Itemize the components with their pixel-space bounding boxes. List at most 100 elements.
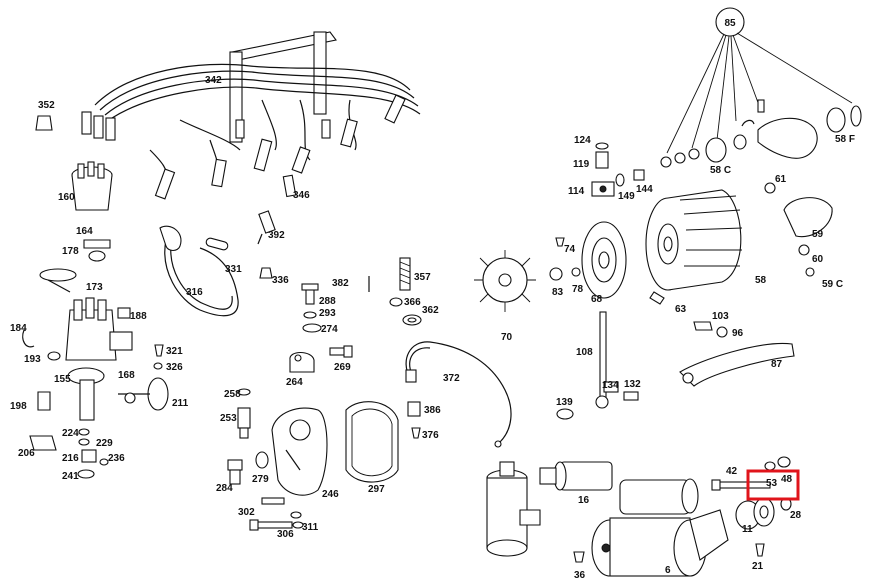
label-293: 293 [319, 308, 336, 319]
label-311: 311 [302, 522, 319, 533]
label-83: 83 [552, 287, 564, 298]
label-321: 321 [166, 346, 183, 357]
pinion-11 [735, 497, 792, 530]
label-53: 53 [766, 478, 778, 489]
label-61: 61 [775, 174, 787, 185]
label-132: 132 [624, 379, 641, 390]
label-155: 155 [54, 374, 71, 385]
label-392: 392 [268, 230, 285, 241]
alternator-end-kit [660, 99, 862, 168]
label-160: 160 [58, 192, 75, 203]
parts-61-59-60 [764, 182, 833, 277]
label-119: 119 [573, 159, 590, 170]
label-236: 236 [108, 453, 125, 464]
label-386: 386 [424, 405, 441, 416]
label-149: 149 [618, 191, 635, 202]
label-70: 70 [501, 332, 513, 343]
label-198: 198 [10, 401, 27, 412]
label-124: 124 [574, 135, 591, 146]
distributor-assembly [22, 161, 169, 479]
alternator-58 [645, 189, 743, 291]
label-59: 59 [812, 229, 824, 240]
label-382: 382 [332, 278, 349, 289]
bracket-87 [679, 342, 795, 387]
label-211: 211 [172, 398, 189, 409]
label-58: 58 [755, 275, 767, 286]
label-108: 108 [576, 347, 593, 358]
label-16: 16 [578, 495, 590, 506]
parts-53-48 [764, 456, 791, 471]
callout-85: 85 [666, 7, 853, 154]
label-331: 331 [225, 264, 242, 275]
callout-85-label: 85 [724, 18, 736, 29]
label-184: 184 [10, 323, 27, 334]
label-60: 60 [812, 254, 824, 265]
solenoid-16 [539, 461, 613, 491]
label-342: 342 [205, 75, 222, 86]
label-206: 206 [18, 448, 35, 459]
label-216: 216 [62, 453, 79, 464]
part-352 [35, 115, 53, 131]
label-178: 178 [62, 246, 79, 257]
label-58f: 58 F [835, 134, 855, 145]
labels: 352 342 346 392 160 164 178 173 188 184 … [10, 75, 855, 581]
parts-258-253 [237, 388, 251, 439]
label-114: 114 [568, 186, 585, 197]
plate-246 [271, 407, 328, 496]
label-139: 139 [556, 397, 573, 408]
part-331 [205, 237, 229, 251]
pulley-68 [581, 221, 627, 299]
label-302: 302 [238, 507, 255, 518]
parts-284-279 [227, 451, 269, 485]
label-357: 357 [414, 272, 431, 283]
clamp-264 [289, 351, 315, 373]
label-366: 366 [404, 297, 421, 308]
fan-70 [474, 250, 536, 312]
bolts-302-311-306 [249, 497, 304, 531]
label-284: 284 [216, 483, 233, 494]
bolt-269 [329, 345, 353, 358]
fasteners-36-21 [573, 543, 765, 563]
label-279: 279 [252, 474, 269, 485]
label-134: 134 [602, 380, 619, 391]
label-352: 352 [38, 100, 55, 111]
label-36: 36 [574, 570, 586, 581]
label-168: 168 [118, 370, 135, 381]
spring-357 [399, 257, 411, 291]
fasteners-288-293-274 [301, 283, 322, 333]
label-297: 297 [368, 484, 385, 495]
label-229: 229 [96, 438, 113, 449]
part-336 [259, 267, 273, 279]
label-346: 346 [293, 190, 310, 201]
gasket-297 [345, 401, 399, 483]
label-253: 253 [220, 413, 237, 424]
label-372: 372 [443, 373, 460, 384]
washers-366-362 [389, 297, 422, 326]
hose-316 [159, 225, 239, 317]
label-6: 6 [665, 565, 671, 576]
label-241: 241 [62, 471, 79, 482]
label-193: 193 [24, 354, 41, 365]
starter-6 [591, 478, 729, 577]
label-11: 11 [742, 524, 753, 535]
label-63: 63 [675, 304, 687, 315]
parts-83-78-74 [549, 237, 581, 281]
label-68: 68 [591, 294, 603, 305]
label-164: 164 [76, 226, 93, 237]
label-258: 258 [224, 389, 241, 400]
cable-372 [405, 341, 512, 448]
label-42: 42 [726, 466, 738, 477]
label-96: 96 [732, 328, 744, 339]
label-376: 376 [422, 430, 439, 441]
label-269: 269 [334, 362, 351, 373]
bracket-108 [595, 311, 609, 409]
parts-139-134-132 [556, 381, 639, 420]
label-336: 336 [272, 275, 289, 286]
part-42 [711, 479, 771, 491]
label-144: 144 [636, 184, 653, 195]
label-21: 21 [752, 561, 764, 572]
label-326: 326 [166, 362, 183, 373]
label-362: 362 [422, 305, 439, 316]
label-306: 306 [277, 529, 294, 540]
